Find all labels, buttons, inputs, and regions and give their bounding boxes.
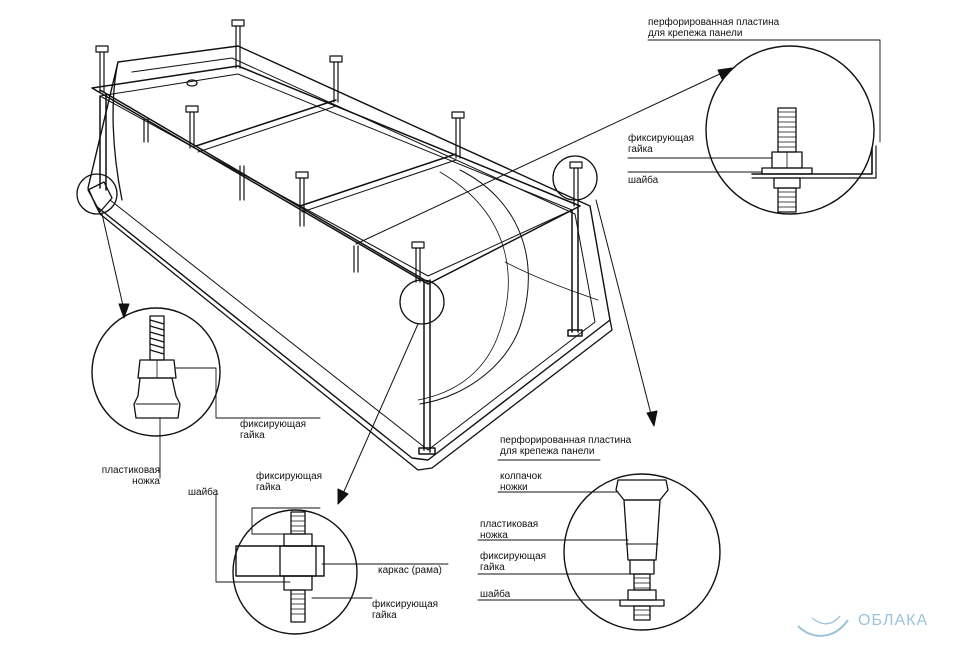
label-left-nut-line2: гайка [240, 430, 265, 441]
callout-arrows [102, 68, 732, 504]
label-right-nut-line1: фиксирующая [480, 551, 547, 562]
label-mid-nut2-line1: фиксирующая [372, 599, 439, 610]
frame-studs [96, 20, 582, 282]
label-right-leg-line1: пластиковая [480, 519, 539, 530]
label-top-nut-line1: фиксирующая [628, 133, 695, 144]
detail-marker-corner [400, 280, 444, 324]
detail-leg-cap [478, 460, 720, 630]
detail-top-plate [628, 40, 880, 214]
label-right-washer: шайба [480, 589, 511, 600]
steel-frame [92, 66, 582, 454]
label-top-nut-line2: гайка [628, 144, 653, 155]
label-mid-frame: каркас (рама) [378, 565, 442, 576]
label-top-washer: шайба [628, 175, 659, 186]
detail-marker-left-foot [77, 174, 117, 214]
label-mid-nut-line2: гайка [256, 482, 281, 493]
watermark-logo-icon [798, 616, 848, 636]
label-mid-nut2-line2: гайка [372, 610, 397, 621]
label-left-leg-line2: ножка [132, 476, 160, 487]
bathtub [88, 46, 612, 470]
label-left-nut-line1: фиксирующая [240, 419, 307, 430]
label-right-cap-line1: колпачок [500, 471, 542, 482]
detail-marker-right-plate [553, 156, 597, 200]
label-right-plate-line2: для крепежа панели [500, 446, 595, 457]
label-mid-washer: шайба [188, 487, 219, 498]
detail-frame-joint [216, 494, 448, 634]
label-left-leg-line1: пластиковая [101, 465, 160, 476]
label-right-plate-line1: перфорированная пластина [500, 435, 632, 446]
label-right-leg-line2: ножка [480, 530, 508, 541]
label-top-plate-line1: перфорированная пластина [648, 17, 780, 28]
detail-left-leg [92, 308, 320, 478]
watermark-text: ОБЛАКА [858, 612, 929, 629]
label-right-nut-line2: гайка [480, 562, 505, 573]
label-top-plate-line2: для крепежа панели [648, 28, 743, 39]
label-right-cap-line2: ножки [500, 482, 528, 493]
label-mid-nut-line1: фиксирующая [256, 471, 323, 482]
